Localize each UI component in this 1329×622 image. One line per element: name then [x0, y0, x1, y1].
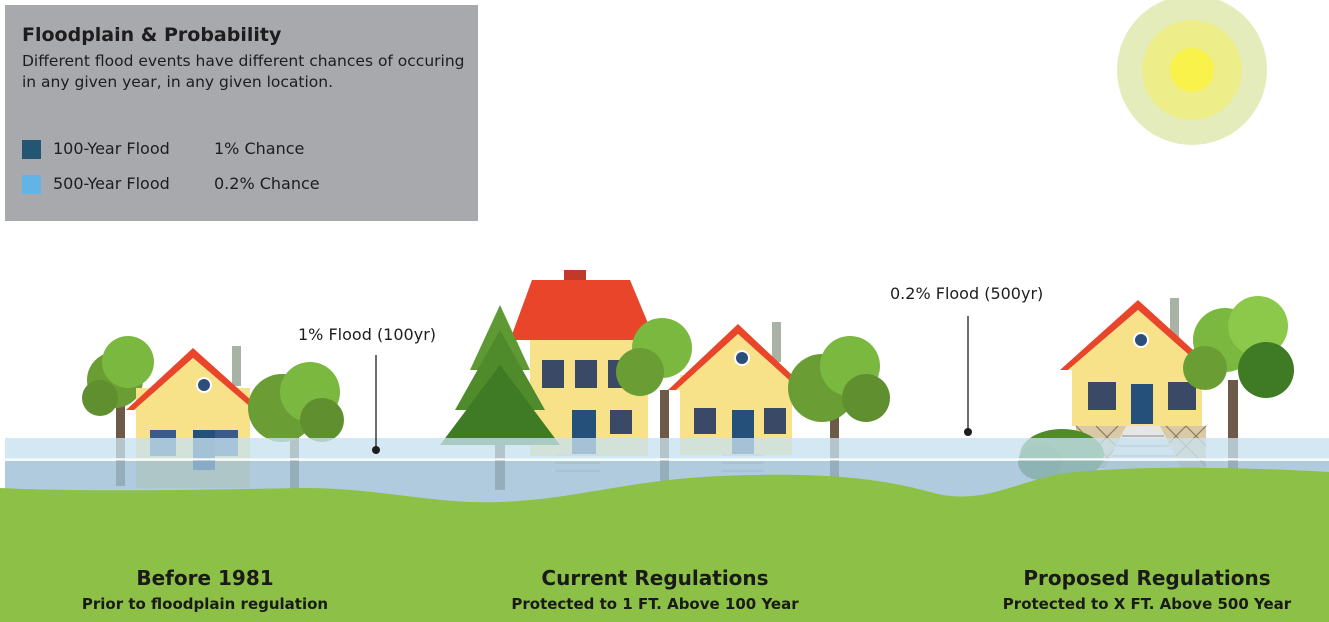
- flood-label-500yr: 0.2% Flood (500yr): [890, 284, 1044, 303]
- section-subtitle-current: Protected to 1 FT. Above 100 Year: [511, 595, 799, 613]
- legend-panel: [5, 5, 478, 221]
- flood-marker-500yr: [964, 316, 972, 436]
- tree-proposed: [1183, 296, 1294, 472]
- flood-marker-100yr: [372, 355, 380, 454]
- legend-item-chance: 1% Chance: [214, 139, 305, 158]
- legend-item-chance: 0.2% Chance: [214, 174, 320, 193]
- section-title-before-1981: Before 1981: [136, 566, 274, 590]
- legend-item-name: 500-Year Flood: [53, 174, 170, 193]
- house-current-large: [510, 270, 655, 472]
- section-subtitle-before-1981: Prior to floodplain regulation: [81, 595, 329, 613]
- legend-description: Different flood events have different ch…: [22, 52, 465, 91]
- sun-icon: [1117, 0, 1267, 145]
- swatch-500yr: [22, 175, 41, 194]
- flood-label-100yr: 1% Flood (100yr): [298, 325, 437, 344]
- tree-middle-2: [788, 336, 890, 490]
- section-title-proposed: Proposed Regulations: [1023, 566, 1271, 590]
- section-subtitle-proposed: Protected to X FT. Above 500 Year: [1002, 595, 1292, 613]
- section-title-current: Current Regulations: [541, 566, 769, 590]
- ground: [0, 467, 1329, 622]
- swatch-100yr: [22, 140, 41, 159]
- legend-title: Floodplain & Probability: [22, 24, 282, 46]
- legend-item-name: 100-Year Flood: [53, 139, 170, 158]
